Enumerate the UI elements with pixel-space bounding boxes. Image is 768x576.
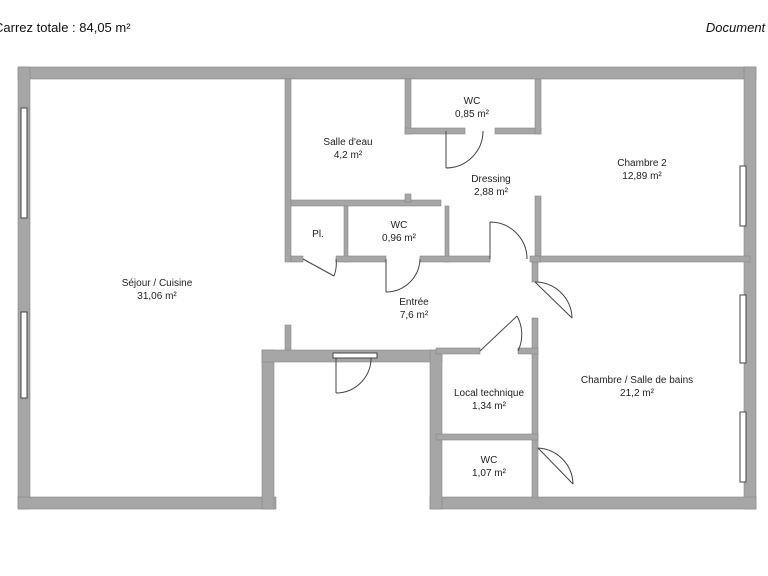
room-wc-bottom: WC 1,07 m² [472, 455, 507, 479]
document-number-label: Document n [705, 20, 768, 35]
window-chambre-sdb-lower [739, 411, 747, 483]
door-entry [335, 357, 372, 394]
local-wc-divider [435, 433, 539, 441]
room-area: 1,34 m² [472, 401, 507, 412]
windows [20, 107, 747, 483]
wc-top-bottom-wall [404, 127, 466, 135]
sejour-right-wall-upper [284, 78, 292, 263]
entree-right-wall-lower [531, 317, 539, 499]
room-area: 1,07 m² [472, 468, 507, 479]
door-dressing [489, 221, 528, 260]
room-area: 7,6 m² [400, 310, 429, 321]
salle-eau-right-wall [404, 78, 412, 135]
chambre2-left-wall-upper [534, 78, 542, 135]
corridor-wall-2 [335, 255, 387, 263]
corridor-wall-3 [419, 255, 491, 263]
room-name: WC [464, 96, 481, 107]
chambre2-left-wall-lower [534, 195, 542, 263]
total-area-label: Carrez totale : 84,05 m² [0, 20, 131, 35]
room-dressing: Dressing 2,88 m² [471, 174, 510, 198]
room-placard: Pl. [312, 229, 324, 240]
room-area: 31,06 m² [137, 291, 177, 302]
door-wc-mid [385, 258, 421, 293]
room-name: Séjour / Cuisine [122, 278, 193, 289]
room-name: Chambre 2 [617, 158, 667, 169]
room-chambre2: Chambre 2 12,89 m² [617, 158, 667, 182]
door-wc-bottom [537, 447, 574, 485]
local-top-wall-2 [517, 347, 539, 355]
room-wc-mid: WC 0,96 m² [382, 220, 417, 244]
salle-eau-bottom-wall [290, 199, 442, 207]
walls [17, 66, 757, 510]
entree-right-wall-upper [531, 261, 539, 283]
room-local-technique: Local technique 1,34 m² [454, 388, 524, 412]
outer-wall-bottom-left [17, 496, 277, 510]
room-name: Pl. [312, 229, 324, 240]
room-name: Dressing [471, 174, 510, 185]
room-salle-eau: Salle d'eau 4,2 m² [323, 137, 372, 161]
doors [302, 130, 574, 485]
notch-wall-right [429, 349, 443, 510]
outer-wall-top [17, 66, 757, 80]
window-chambre2 [739, 165, 747, 227]
door-local [479, 315, 523, 352]
room-area: 2,88 m² [474, 187, 509, 198]
chambre2-bottom-wall [534, 255, 751, 263]
window-sejour-lower [20, 311, 28, 399]
room-sejour: Séjour / Cuisine 31,06 m² [122, 278, 193, 302]
room-area: 4,2 m² [334, 150, 363, 161]
room-name: Chambre / Salle de bains [581, 375, 693, 386]
room-area: 0,96 m² [382, 233, 417, 244]
door-chambre-sdb [534, 281, 573, 319]
wc-top-bottom-wall-2 [494, 127, 542, 135]
room-name: Entrée [399, 297, 429, 308]
room-chambre-sdb: Chambre / Salle de bains 21,2 m² [581, 375, 693, 399]
wc-mid-right-wall [444, 205, 450, 263]
door-wc-top [445, 130, 484, 169]
room-name: WC [391, 220, 408, 231]
window-chambre-sdb-upper [739, 294, 747, 364]
room-name: WC [481, 455, 498, 466]
corridor-wall-4 [529, 255, 541, 263]
post [404, 193, 412, 203]
window-entry-notch [332, 352, 378, 359]
room-wc-top: WC 0,85 m² [455, 96, 490, 120]
door-placard [302, 258, 337, 277]
room-area: 21,2 m² [620, 388, 655, 399]
room-area: 0,85 m² [455, 109, 490, 120]
local-top-wall-1 [435, 347, 481, 355]
outer-wall-bottom-right [429, 496, 757, 510]
sejour-right-wall-lower [284, 324, 292, 351]
room-area: 12,89 m² [622, 171, 662, 182]
placard-wc-divider [343, 205, 349, 263]
room-name: Salle d'eau [323, 137, 372, 148]
room-labels: Séjour / Cuisine 31,06 m² Salle d'eau 4,… [122, 96, 693, 479]
room-entree: Entrée 7,6 m² [399, 297, 429, 321]
room-name: Local technique [454, 388, 524, 399]
corridor-wall-1 [290, 255, 304, 263]
notch-wall-left [261, 349, 275, 510]
window-sejour-upper [20, 107, 28, 219]
